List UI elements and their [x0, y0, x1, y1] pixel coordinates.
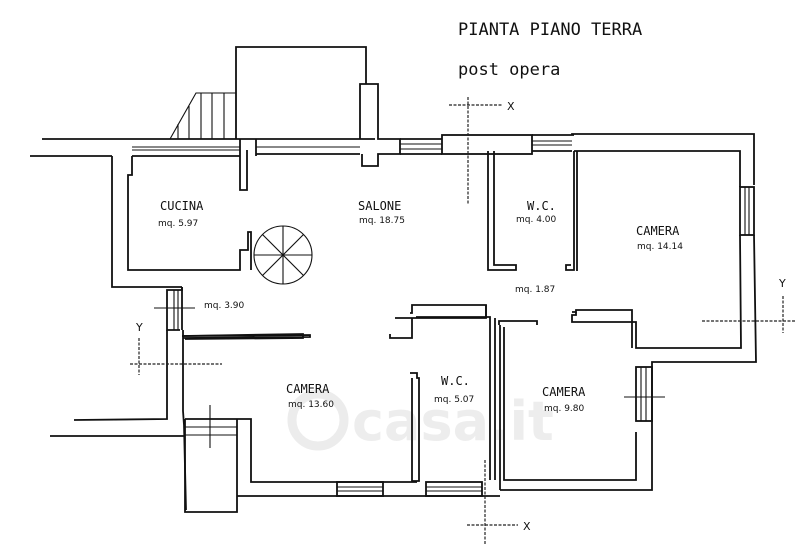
section-label-x-top: X: [507, 100, 515, 113]
watermark: casa.it: [287, 389, 554, 453]
plan-subtitle: post opera: [458, 60, 560, 80]
spiral-staircase-icon: [253, 225, 313, 285]
room-name: CAMERA: [636, 224, 680, 238]
section-label-y-right: Y: [778, 277, 786, 290]
room-salone: SALONE mq. 18.75: [358, 199, 405, 226]
room-area: mq. 4.00: [516, 215, 557, 225]
room-cucina: CUCINA mq. 5.97: [158, 199, 204, 229]
section-axes: X X Y Y: [130, 97, 796, 545]
room-name: CUCINA: [160, 199, 204, 213]
room-area: mq. 9.80: [544, 404, 585, 414]
room-camera-1: CAMERA mq. 14.14: [636, 224, 683, 252]
room-area: mq. 5.07: [434, 395, 474, 405]
plan-title: PIANTA PIANO TERRA: [458, 20, 642, 40]
watermark-text: casa.it: [352, 390, 554, 453]
room-wc-1: W.C. mq. 4.00: [516, 199, 557, 225]
room-ingresso: mq. 3.90: [204, 301, 245, 311]
room-camera-3: CAMERA mq. 9.80: [542, 385, 586, 414]
room-name: CAMERA: [286, 382, 330, 396]
room-name: CAMERA: [542, 385, 586, 399]
section-label-x-bottom: X: [523, 520, 531, 533]
room-name: SALONE: [358, 199, 401, 213]
room-area: mq. 1.87: [515, 285, 555, 295]
room-area: mq. 5.97: [158, 219, 198, 229]
room-camera-2: CAMERA mq. 13.60: [286, 382, 334, 410]
section-label-y-left: Y: [135, 321, 143, 334]
room-name: W.C.: [527, 199, 556, 213]
room-disimpegno: mq. 1.87: [515, 285, 555, 295]
room-name: W.C.: [441, 374, 470, 388]
room-area: mq. 3.90: [204, 301, 245, 311]
room-area: mq. 13.60: [288, 400, 334, 410]
room-area: mq. 18.75: [359, 216, 405, 226]
walls: [30, 46, 757, 513]
watermark-logo-icon: [287, 389, 349, 451]
room-area: mq. 14.14: [637, 242, 683, 252]
room-wc-2: W.C. mq. 5.07: [434, 374, 474, 405]
